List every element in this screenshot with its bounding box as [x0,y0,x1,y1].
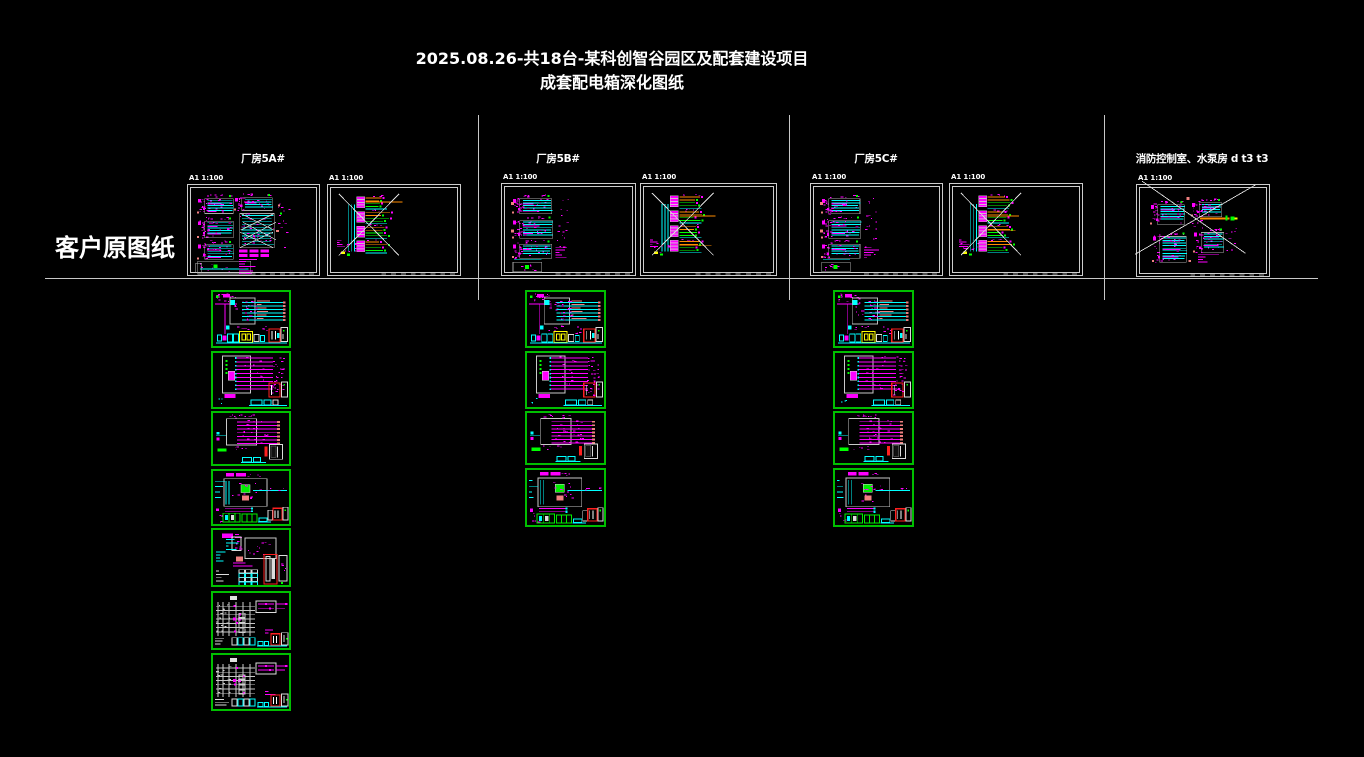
sheet-drawing-content [510,194,631,275]
detail-drawing-content [837,472,912,524]
sheet-frame-inner-border [813,186,940,275]
sheet-frame-inner-border [330,187,458,275]
detail-sheet-frame [525,411,606,465]
detail-drawing-content [531,355,603,406]
sheet-scale-label: A1 1:100 [1138,174,1173,182]
sheet-frame-inner-border [952,186,1080,275]
detail-sheet-frame [833,351,914,409]
detail-drawing-content [218,355,288,406]
section-divider-line [478,115,479,300]
sheet-drawing-content [336,193,456,275]
sheet-drawing-content [958,192,1078,275]
original-sheet-frame [327,184,461,276]
detail-sheet-frame [525,290,606,348]
detail-drawing-content [215,293,288,344]
section-label: 厂房5C# [854,153,898,165]
sheet-frame-inner-border [643,186,774,275]
detail-sheet-frame [211,591,291,650]
section-label: 厂房5B# [536,153,580,165]
detail-sheet-frame [525,351,606,409]
detail-drawing-content [529,293,603,344]
detail-drawing-content [215,596,289,647]
original-sheet-frame [949,183,1083,276]
detail-sheet-frame [211,469,291,526]
detail-sheet-frame [833,468,914,527]
original-sheet-frame [187,184,320,276]
original-sheet-frame [501,183,636,276]
sheet-scale-label: A1 1:100 [329,174,364,182]
original-sheet-frame [640,183,777,276]
detail-drawing-content [838,414,906,463]
original-sheet-frame [810,183,943,276]
sheet-drawing-content [819,194,938,275]
sheet-scale-label: A1 1:100 [642,173,677,181]
detail-sheet-frame [211,351,291,409]
detail-drawing-content [215,658,289,708]
section-label: 厂房5A# [241,153,285,165]
detail-drawing-content [216,414,283,464]
sheet-drawing-content [195,193,315,275]
left-region-label: 客户原图纸 [55,234,175,262]
detail-sheet-frame [833,290,914,348]
detail-sheet-frame [211,290,291,348]
sheet-scale-label: A1 1:100 [951,173,986,181]
detail-drawing-content [215,472,289,523]
section-label: 消防控制室、水泵房 d t3 t3 [1135,153,1269,165]
detail-drawing-content [529,472,604,524]
main-title-line-2: 成套配电箱深化图纸 [539,73,684,92]
sheet-frame-inner-border [190,187,317,275]
detail-drawing-content [530,414,598,463]
sheet-scale-label: A1 1:100 [812,173,847,181]
detail-drawing-content [841,355,911,406]
detail-sheet-frame [525,468,606,527]
sheet-frame-inner-border [504,186,633,275]
detail-sheet-frame [833,411,914,465]
main-title-line-1: 2025.08.26-共18台-某科创智谷园区及配套建设项目 [415,49,809,68]
sheet-scale-label: A1 1:100 [503,173,538,181]
sheet-scale-label: A1 1:100 [189,174,224,182]
original-sheet-frame [1134,180,1270,277]
sheet-frame-inner-border [1134,180,1267,276]
sheet-drawing-content [1134,180,1265,276]
detail-sheet-frame [211,653,291,711]
section-divider-line [1104,115,1105,300]
detail-drawing-content [216,533,288,585]
section-divider-line [789,115,790,300]
detail-drawing-content [837,293,911,344]
sheet-drawing-content [650,192,771,275]
detail-sheet-frame [211,528,291,587]
detail-sheet-frame [211,411,291,466]
row-separator-line [45,278,1318,279]
